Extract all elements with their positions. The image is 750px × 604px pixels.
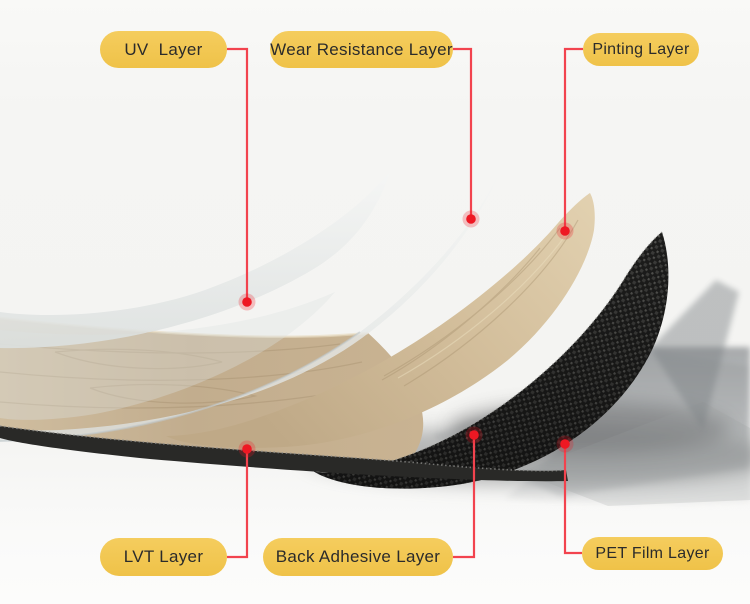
callout-dots [238, 210, 574, 458]
callout-connectors [227, 47, 583, 559]
callout-dot-wear-resistance-layer [462, 210, 480, 228]
callout-pill-back-adhesive-layer: Back Adhesive Layer [263, 538, 453, 576]
callout-label-back-adhesive-layer: Back Adhesive Layer [275, 547, 441, 566]
uv-layer-film [0, 172, 390, 420]
callout-pill-uv-layer: UV Layer [100, 31, 227, 68]
back-adhesive-sheet [313, 231, 669, 489]
connector-lvt-layer [227, 449, 249, 559]
callout-dot-uv-layer [238, 293, 256, 311]
callout-label-uv-layer: UV Layer [124, 39, 203, 59]
callout-pill-lvt-layer: LVT Layer [100, 538, 227, 576]
callout-label-wear-resistance-layer: Wear Resistance Layer [270, 39, 453, 59]
wood-grain-lines [381, 219, 579, 387]
connector-back-adhesive-layer [453, 435, 476, 559]
callout-pill-wear-resistance-layer: Wear Resistance Layer [270, 31, 453, 68]
callout-label-lvt-layer: LVT Layer [123, 547, 204, 566]
callout-pill-pinting-layer: Pinting Layer [583, 33, 699, 66]
lvt-bottom-edge [0, 425, 568, 482]
callout-dot-lvt-layer [238, 440, 256, 458]
callout-dot-back-adhesive-layer [465, 426, 483, 444]
connector-pinting-layer [563, 47, 583, 231]
callout-dot-pinting-layer [556, 222, 574, 240]
connector-uv-layer [227, 47, 249, 302]
callout-label-pet-film-layer: PET Film Layer [595, 544, 710, 562]
connector-wear-resistance-layer [453, 47, 473, 219]
callout-label-pinting-layer: Pinting Layer [592, 40, 690, 58]
printing-layer-sheet [166, 193, 595, 448]
callout-pill-pet-film-layer: PET Film Layer [582, 537, 723, 570]
callout-dot-pet-film-layer [556, 435, 574, 453]
connector-pet-film-layer [563, 444, 582, 555]
